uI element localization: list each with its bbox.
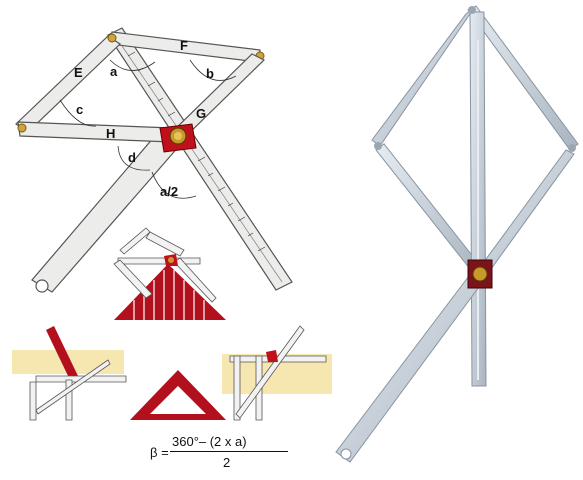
formula-lhs: β = <box>150 445 169 460</box>
arm-scale-g <box>107 27 293 291</box>
label-h: H <box>106 126 115 141</box>
label-g: G <box>196 106 206 121</box>
label-angle-a: a <box>110 64 118 79</box>
clamp-knob <box>159 123 197 153</box>
label-angle-a-half: a/2 <box>160 184 178 199</box>
bevel-formula: β = 360°– (2 x a) 2 <box>150 434 330 474</box>
formula-fraction-bar <box>170 451 288 452</box>
formula-denominator: 2 <box>223 455 231 470</box>
label-e: E <box>74 65 83 80</box>
bevel-gauge-diagram: F E G H a b c d a/2 <box>15 27 293 293</box>
roof-example <box>113 227 226 320</box>
label-angle-c: c <box>76 102 83 117</box>
label-angle-b: b <box>206 66 214 81</box>
arm-e <box>15 35 121 133</box>
angle-arcs <box>59 59 237 199</box>
label-f: F <box>180 38 188 53</box>
arm-long-left <box>31 129 181 293</box>
formula-numerator: 360°– (2 x a) <box>172 434 247 449</box>
arm-h <box>17 121 173 143</box>
label-angle-d: d <box>128 150 136 165</box>
board-example-left <box>12 326 127 421</box>
board-example-right <box>222 325 332 421</box>
gable-example <box>130 370 226 420</box>
bevel-gauge-photo <box>335 5 579 463</box>
